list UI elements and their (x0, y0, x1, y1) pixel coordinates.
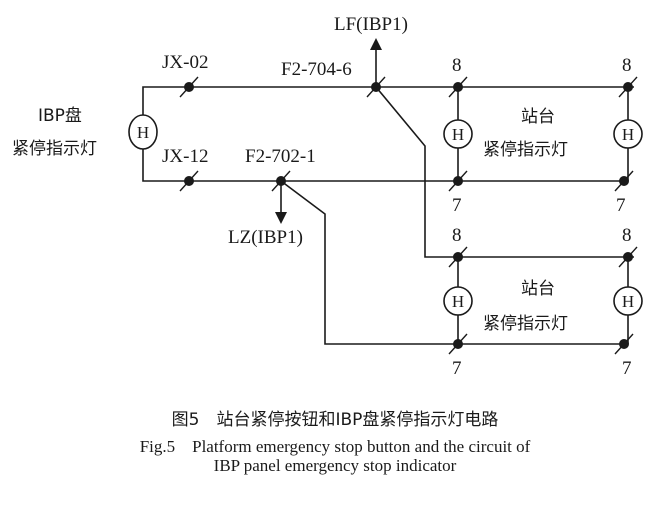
ibp-loop-bottom-wire (142, 149, 624, 182)
terminal-f2-704-6 (366, 76, 386, 98)
label-f2-702-1: F2-702-1 (245, 146, 316, 167)
ibp-label-line2: 紧停指示灯 (12, 139, 97, 159)
label-lf: LF(IBP1) (334, 14, 408, 35)
label-p2-left-top-terminal: 8 (452, 225, 462, 246)
terminal-p1-right-top (618, 76, 638, 98)
platform1-left-lamp-icon (443, 119, 473, 149)
link-wire-lower (280, 180, 624, 345)
terminal-f2-702-1 (271, 170, 291, 192)
terminal-p2-right-top (618, 246, 638, 268)
figure-caption-en-line1: Fig.5 Platform emergency stop button and… (139, 437, 531, 456)
platform2-label-line2: 紧停指示灯 (483, 314, 568, 334)
terminal-p2-left-bottom (448, 333, 468, 355)
ibp-loop-top-wire (142, 86, 634, 115)
figure-caption-cn: 图5 站台紧停按钮和IBP盘紧停指示灯电路 (171, 410, 499, 430)
label-p1-left-bottom-terminal: 7 (452, 195, 462, 216)
platform2-right-lamp-icon (613, 286, 643, 316)
ibp-lamp-icon (128, 114, 158, 150)
lz-arrow-icon (275, 212, 287, 224)
platform1-label-line1: 站台 (521, 107, 555, 127)
platform2-label-line1: 站台 (521, 279, 555, 299)
circuit-diagram: H H H H H IBP盘 紧停指示灯 JX-02 JX-12 F2-704-… (12, 14, 643, 379)
terminal-jx12 (179, 170, 199, 192)
ibp-label-line1: IBP盘 (38, 106, 82, 126)
terminal-p2-right-bottom (614, 333, 634, 355)
label-p2-left-bottom-terminal: 7 (452, 358, 462, 379)
platform2-left-lamp-icon (443, 286, 473, 316)
platform1-left-lamp-symbol: H (452, 125, 464, 144)
label-p2-right-top-terminal: 8 (622, 225, 632, 246)
label-p1-left-top-terminal: 8 (452, 55, 462, 76)
ibp-lamp-symbol: H (137, 123, 149, 142)
platform1-label-line2: 紧停指示灯 (483, 140, 568, 160)
terminal-p2-left-top (448, 246, 468, 268)
platform2-left-lamp-symbol: H (452, 292, 464, 311)
label-p1-right-top-terminal: 8 (622, 55, 632, 76)
label-p1-right-bottom-terminal: 7 (616, 195, 626, 216)
platform2-right-lamp-symbol: H (622, 292, 634, 311)
label-p2-right-bottom-terminal: 7 (622, 358, 632, 379)
label-lz: LZ(IBP1) (228, 227, 303, 248)
terminal-p1-right-bottom (614, 170, 634, 192)
platform1-right-lamp-icon (613, 119, 643, 149)
figure-caption-en-line2: IBP panel emergency stop indicator (213, 456, 457, 475)
lf-arrow-icon (370, 38, 382, 50)
link-wire-upper (375, 86, 634, 258)
terminal-p1-left-bottom (448, 170, 468, 192)
terminal-p1-left-top (448, 76, 468, 98)
terminal-jx02 (179, 76, 199, 98)
platform1-right-lamp-symbol: H (622, 125, 634, 144)
label-jx02: JX-02 (162, 52, 208, 73)
label-jx12: JX-12 (162, 146, 208, 167)
label-f2-704-6: F2-704-6 (281, 59, 352, 80)
